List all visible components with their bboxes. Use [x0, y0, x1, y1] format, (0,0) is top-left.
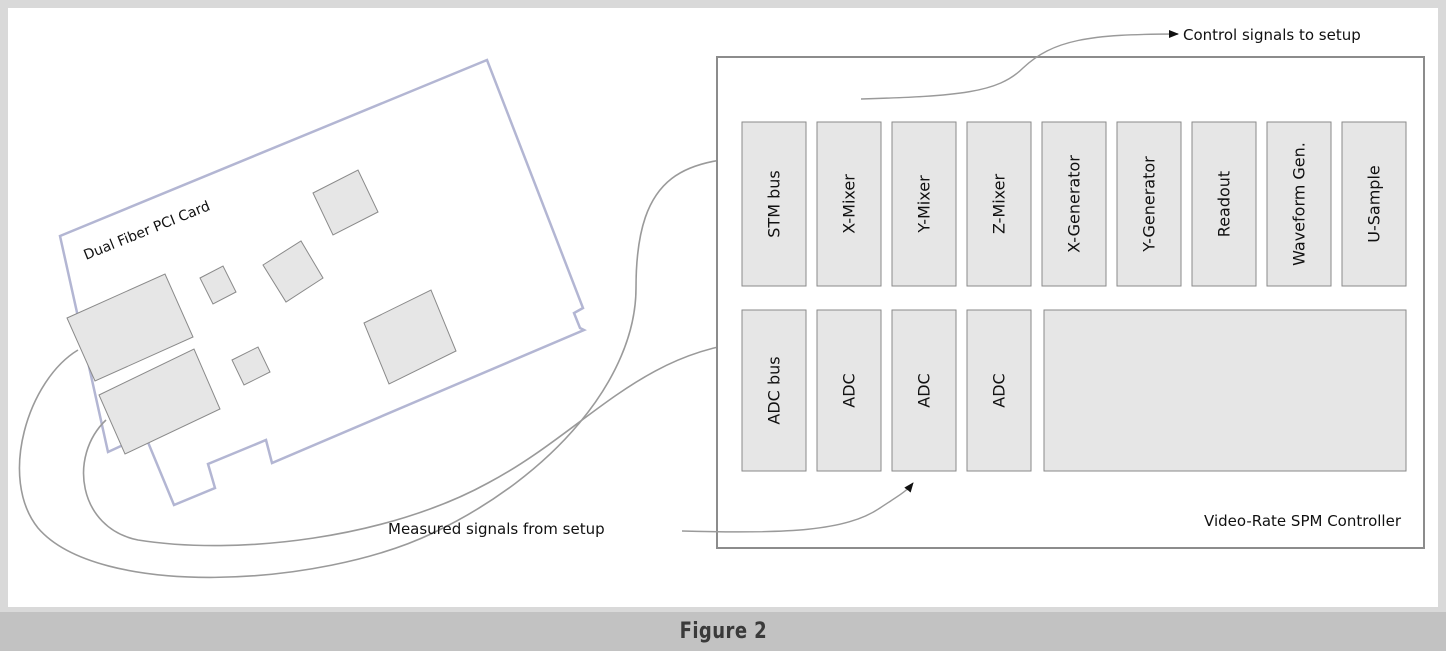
controller-label: Video-Rate SPM Controller [1204, 512, 1402, 530]
fiber-cables [18, 155, 767, 579]
module-label: X-Generator [1065, 155, 1084, 253]
module-label: Waveform Gen. [1290, 142, 1309, 266]
module-label: X-Mixer [840, 174, 859, 234]
module-rect [816, 309, 882, 472]
module-box: Waveform Gen. [1266, 121, 1332, 287]
module-box: X-Mixer [816, 121, 882, 287]
pci-chip [199, 265, 237, 305]
control-signals-arrow [860, 30, 1179, 100]
module-box: ADC [891, 309, 957, 472]
pci-card: Dual Fiber PCI Card [58, 58, 587, 507]
measured-signals-label: Measured signals from setup [388, 520, 605, 538]
spm-controller: Video-Rate SPM Controller STM bus X-Mixer… [716, 56, 1425, 549]
control-signals-label: Control signals to setup [1183, 26, 1361, 44]
fiber-cable-lower [82, 341, 749, 547]
module-rect [1041, 121, 1107, 287]
module-rect [1116, 121, 1182, 287]
diagram-canvas: Dual Fiber PCI Card Video-Rate SPM Con [8, 8, 1438, 607]
fiber-connector [66, 273, 194, 382]
module-box: Z-Mixer [966, 121, 1032, 287]
fiber-cable-upper [18, 155, 767, 579]
module-box: Y-Generator [1116, 121, 1182, 287]
module-rect [741, 121, 807, 287]
control-signals-annotation: Control signals to setup [860, 26, 1361, 100]
pci-chip [363, 289, 457, 385]
module-box: U-Sample [1341, 121, 1407, 287]
measured-signals-annotation: Measured signals from setup [388, 482, 914, 538]
top-module-row: STM bus X-Mixer Y-Mixer Z-Mixer X-Generator Y… [741, 121, 1407, 287]
module-rect [816, 121, 882, 287]
module-label: ADC [990, 373, 1009, 407]
fiber-connector [98, 348, 221, 455]
pci-chip [312, 169, 379, 236]
module-label: U-Sample [1365, 165, 1384, 242]
module-label: Y-Mixer [915, 175, 934, 234]
module-box: X-Generator [1041, 121, 1107, 287]
figure-caption: Figure 2 [679, 619, 767, 644]
module-rect [741, 309, 807, 472]
module-rect [966, 309, 1032, 472]
module-box: ADC [966, 309, 1032, 472]
module-box: Readout [1191, 121, 1257, 287]
module-rect [1191, 121, 1257, 287]
measured-signals-arrow [681, 482, 914, 533]
module-label: Readout [1215, 171, 1234, 237]
bottom-module-row: ADC bus ADC ADC ADC [741, 309, 1032, 472]
module-rect [1266, 121, 1332, 287]
module-box: Y-Mixer [891, 121, 957, 287]
module-label: Y-Generator [1140, 156, 1159, 253]
pci-chip [262, 240, 324, 303]
module-label: ADC bus [765, 356, 784, 424]
module-box: ADC bus [741, 309, 807, 472]
reserved-module-area [1043, 309, 1407, 472]
module-rect [891, 121, 957, 287]
module-label: ADC [840, 373, 859, 407]
module-label: STM bus [765, 170, 784, 237]
pci-chip [231, 346, 271, 386]
module-box: ADC [816, 309, 882, 472]
module-rect [891, 309, 957, 472]
module-rect [966, 121, 1032, 287]
module-label: Z-Mixer [990, 174, 1009, 235]
module-rect [1341, 121, 1407, 287]
module-box: STM bus [741, 121, 807, 287]
caption-bar: Figure 2 [0, 612, 1446, 651]
module-label: ADC [915, 373, 934, 407]
